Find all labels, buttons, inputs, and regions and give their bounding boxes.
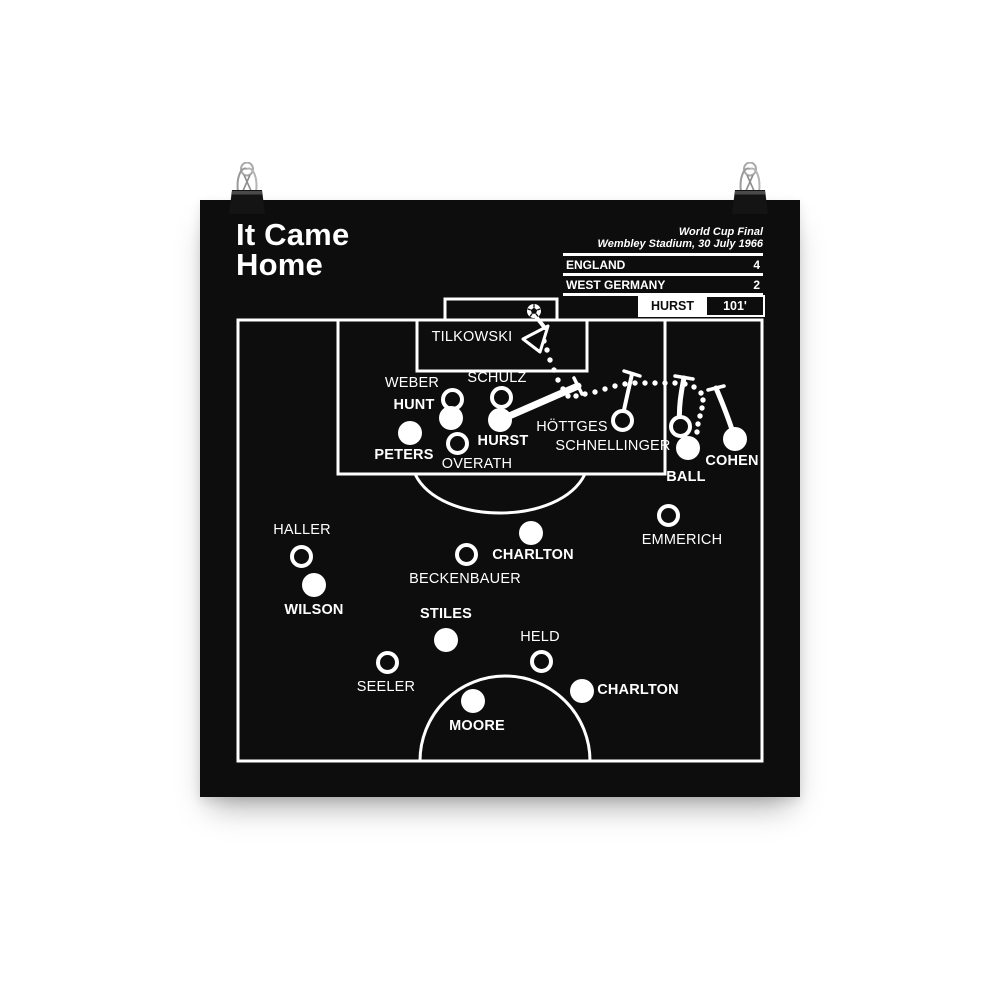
ball-path-dot [560, 386, 566, 392]
ball-path-dot [573, 393, 579, 399]
home-team-score: 4 [753, 257, 760, 272]
score-row-home: ENGLAND 4 [563, 256, 763, 276]
run-tick-HÖTTGES [622, 369, 642, 378]
run-line-HURST [496, 382, 582, 424]
run-line-HÖTTGES [620, 372, 634, 422]
ball-path-dot [551, 367, 557, 373]
run-tick-HURST [572, 376, 584, 396]
ball-path-dot [662, 380, 668, 386]
soccer-ball-seam [536, 308, 541, 311]
goal-box [443, 297, 559, 322]
ball-path-dot [682, 381, 688, 387]
ball-path-dot [602, 386, 608, 392]
match-credit: World Cup Final Wembley Stadium, 30 July… [598, 226, 763, 250]
competition-label: World Cup Final [678, 226, 763, 238]
away-team-score: 2 [753, 277, 760, 292]
run-line-COHEN [713, 385, 738, 442]
ball-path-dot [632, 380, 638, 386]
title-line-2: Home [236, 247, 323, 282]
ball-path-dot [544, 347, 550, 353]
soccer-ball-seam [527, 308, 532, 311]
pitch-diagram [236, 297, 764, 763]
center-circle [418, 674, 592, 762]
ball-path-dot [694, 429, 700, 435]
title-line-1: It Came [236, 217, 350, 252]
ball-path-dot [691, 384, 697, 390]
ball-path-dot [652, 380, 658, 386]
ball-path-dot [697, 413, 703, 419]
score-row-away: WEST GERMANY 2 [563, 276, 763, 296]
penalty-arc [413, 473, 587, 515]
binder-clip-icon [732, 161, 768, 214]
home-team-name: ENGLAND [566, 257, 626, 272]
ball-path-dot [547, 357, 553, 363]
ball-path-dot [582, 391, 588, 397]
binder-clip-left [229, 161, 265, 214]
goal-scorer-label: HURST [650, 299, 695, 313]
soccer-ball-seam [529, 313, 533, 317]
ball-path-dot [555, 377, 561, 383]
ball-path-dot [592, 389, 598, 395]
ball-path-dot [622, 381, 628, 387]
ball-path-dot [612, 383, 618, 389]
ball-path-dot [699, 405, 705, 411]
poster: It Came Home World Cup Final Wembley Sta… [200, 200, 800, 797]
ball-path-dot [700, 397, 706, 403]
penalty-box [336, 318, 667, 476]
soccer-ball-pattern [530, 307, 538, 314]
binder-clip-icon [229, 161, 265, 214]
run-tick-COHEN [706, 384, 726, 392]
ball-path-dot [695, 421, 701, 427]
venue-date-label: Wembley Stadium, 30 July 1966 [597, 238, 763, 250]
soccer-ball-seam [535, 313, 539, 317]
ball-path-dot [698, 390, 704, 396]
ball-path-dot [642, 380, 648, 386]
six-yard-box [415, 318, 589, 373]
binder-clip-right [732, 161, 768, 214]
ball-path-dot [565, 393, 571, 399]
scoreboard: ENGLAND 4 WEST GERMANY 2 [563, 253, 763, 296]
away-team-name: WEST GERMANY [566, 277, 666, 292]
ball-path-dot [672, 380, 678, 386]
goal-badge: HURST 101' [638, 295, 765, 317]
shot-arrow-link [535, 316, 547, 330]
run-tick-SCHNELLINGER [673, 374, 695, 381]
shot-arrow-icon [521, 324, 550, 354]
goal-minute-label: 101' [707, 297, 763, 315]
poster-title: It Came Home [236, 217, 350, 282]
